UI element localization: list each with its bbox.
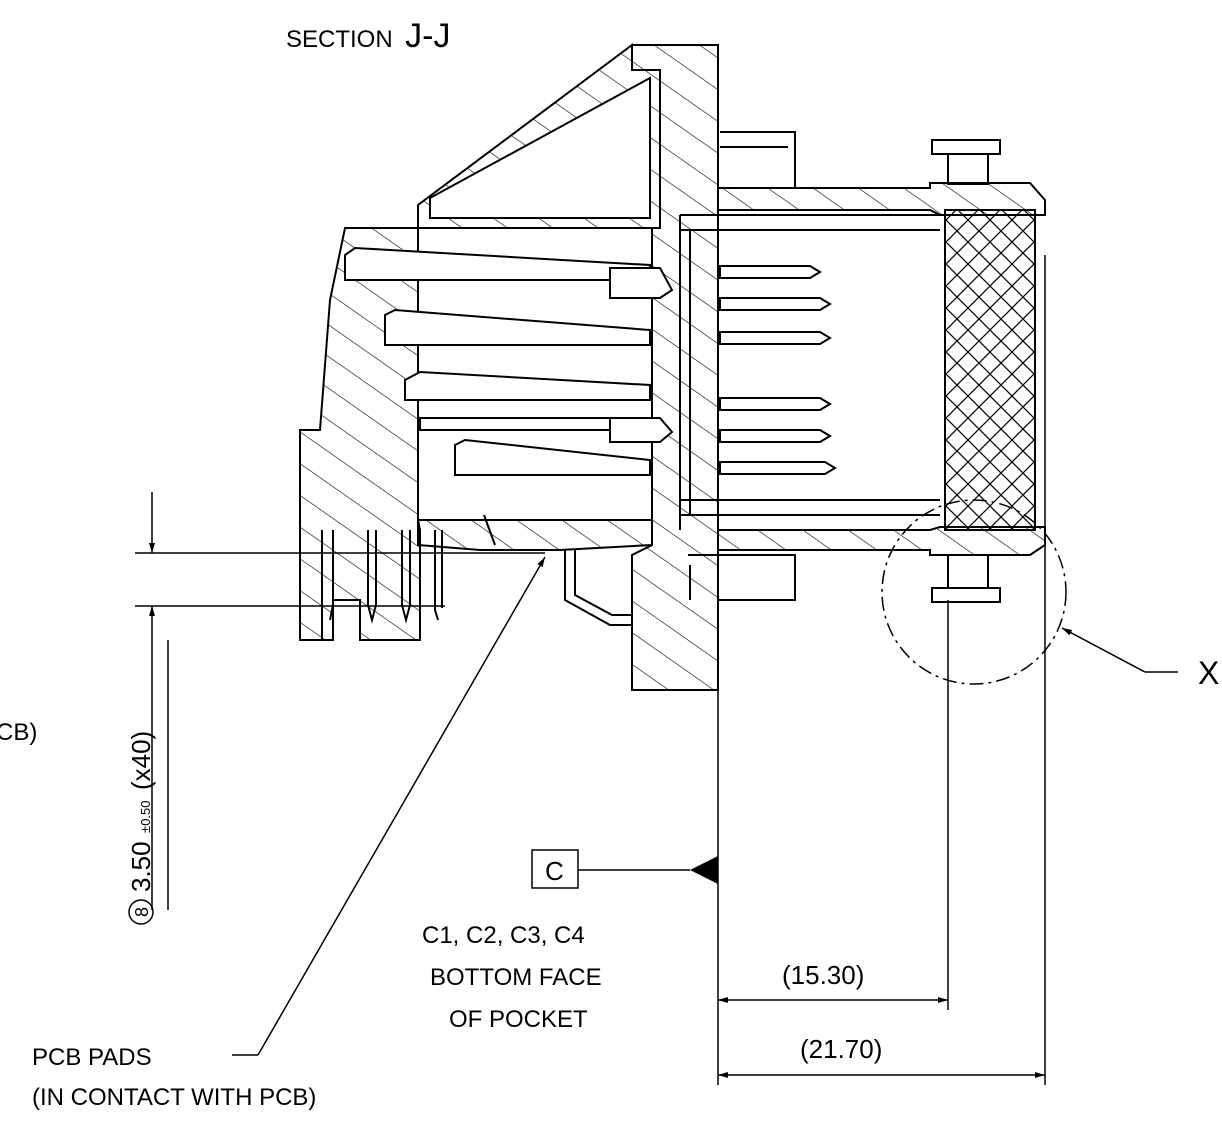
datum-note-line3: OF POCKET [449,1006,588,1033]
datum-note-line1: C1, C2, C3, C4 [422,922,585,949]
detail-circle [881,499,1067,685]
dim-vertical-value: 3.50 [126,841,156,892]
dim-vertical-tol: ±0.50 [138,801,153,833]
datum-letter: C [545,856,564,886]
section-title: SECTION J-J [286,17,450,55]
front-seal [944,209,1036,531]
section-name: J-J [405,17,450,55]
datum-triangle [690,856,718,884]
dim-vertical-text: 3.50 ±0.50 (x40) [126,731,156,892]
datum-note-line2: BOTTOM FACE [430,964,602,991]
left-clipped-label: CB) [0,719,37,746]
dim-15-30: (15.30) [782,960,864,990]
pcb-note-line1: PCB PADS [32,1044,152,1071]
pcb-note-line2: (IN CONTACT WITH PCB) [32,1084,316,1111]
dim-circle-number: 8 [132,907,152,917]
shell-bottom [717,526,1046,556]
housing [299,43,1046,691]
vertical-dimension [135,492,545,910]
section-prefix: SECTION [286,26,393,53]
dim-vertical-count: (x40) [126,731,156,790]
dim-21-70: (21.70) [800,1034,882,1064]
shell-top [717,182,1046,216]
datum-box [531,849,579,889]
detail-label: X [1198,655,1219,691]
horizontal-dimensions [717,255,1046,1085]
lower-rail [417,519,653,551]
contacts [321,246,837,640]
